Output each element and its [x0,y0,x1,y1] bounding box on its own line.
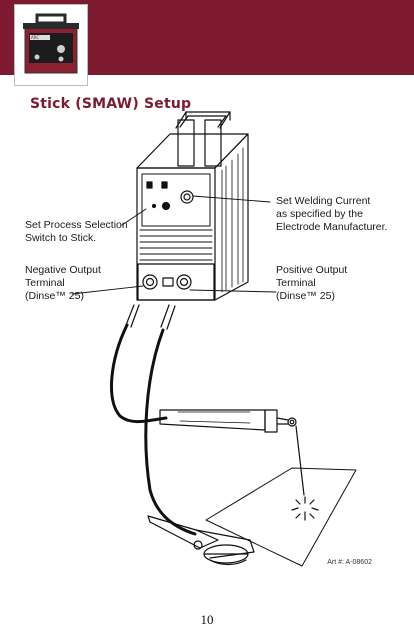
thumbnail-brand-text: ARC [31,35,39,40]
callout-welding-current-line-1: Set Welding Current [276,195,371,207]
callout-positive-terminal: Positive Output Terminal (Dinse™ 25) [276,264,347,303]
work-piece [205,467,357,567]
art-number: Art #: A-08602 [327,559,372,566]
leader-welding-current [192,195,271,203]
callout-welding-current-line-2: as specified by the [276,208,363,220]
welder-handle [175,111,231,167]
control-panel [146,181,194,211]
callout-positive-terminal-line-3: (Dinse™ 25) [276,290,335,302]
leader-negative-terminal [71,285,144,295]
leader-positive-terminal [189,289,277,293]
callout-welding-current: Set Welding Current as specified by the … [276,195,387,234]
callout-process-switch-line-1: Set Process Selection [25,219,128,231]
cables [110,304,197,536]
welder-body [136,133,249,301]
callout-process-switch: Set Process Selection Switch to Stick. [25,219,128,245]
electrode-rod [295,425,305,496]
callout-negative-terminal-line-1: Negative Output [25,264,101,276]
callout-positive-terminal-line-2: Terminal [276,277,316,289]
callout-process-switch-line-2: Switch to Stick. [25,232,97,244]
callout-positive-terminal-line-1: Positive Output [276,264,348,276]
leader-process-switch [121,208,147,226]
callout-negative-terminal-line-2: Terminal [25,277,65,289]
callout-welding-current-line-3: Electrode Manufacturer. [276,221,388,233]
arc-spark [291,496,319,521]
work-clamp [147,515,255,566]
callout-negative-terminal: Negative Output Terminal (Dinse™ 25) [25,264,101,303]
callout-negative-terminal-line-3: (Dinse™ 25) [25,290,84,302]
welder-thumbnail: ARC [14,4,88,86]
electrode-holder [159,409,297,433]
welder-thumbnail-image: ARC [23,13,79,74]
output-terminals [137,263,215,301]
section-title: Stick (SMAW) Setup [30,96,192,112]
page-number: 10 [200,612,214,627]
